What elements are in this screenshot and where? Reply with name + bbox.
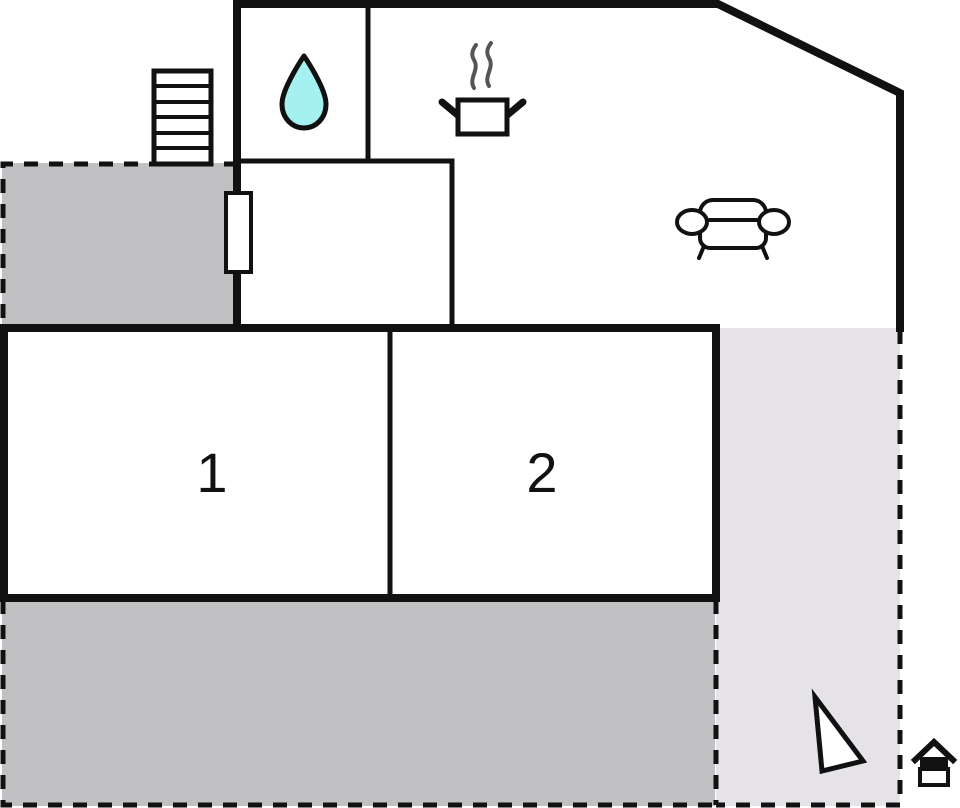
- stairs-icon: [151, 68, 214, 167]
- terrace-upper-left-area: [2, 163, 238, 325]
- room-label-1: 1: [196, 441, 227, 504]
- plot-areas: [2, 163, 900, 806]
- plot-right-area: [716, 328, 900, 806]
- pot-body: [455, 97, 510, 137]
- wall-lower-outline: [0, 324, 720, 602]
- terrace-lower-dashed: [0, 600, 715, 808]
- door-icon: [224, 191, 253, 274]
- steam-right: [485, 41, 493, 88]
- sofa-icon: [675, 198, 791, 260]
- north-arrow-icon: [811, 688, 868, 775]
- cooking-pot-icon: [438, 41, 527, 137]
- house-logo-icon: [910, 737, 958, 787]
- terrace-lower-area: [2, 600, 715, 806]
- building-outline: [0, 0, 904, 602]
- steam-left: [470, 43, 478, 90]
- wall-upper-outline: [233, 0, 904, 332]
- water-drop-icon: [279, 53, 329, 131]
- plot-right-dashed: [716, 330, 903, 808]
- interior-walls: [237, 1, 455, 597]
- room-label-2: 2: [526, 441, 557, 504]
